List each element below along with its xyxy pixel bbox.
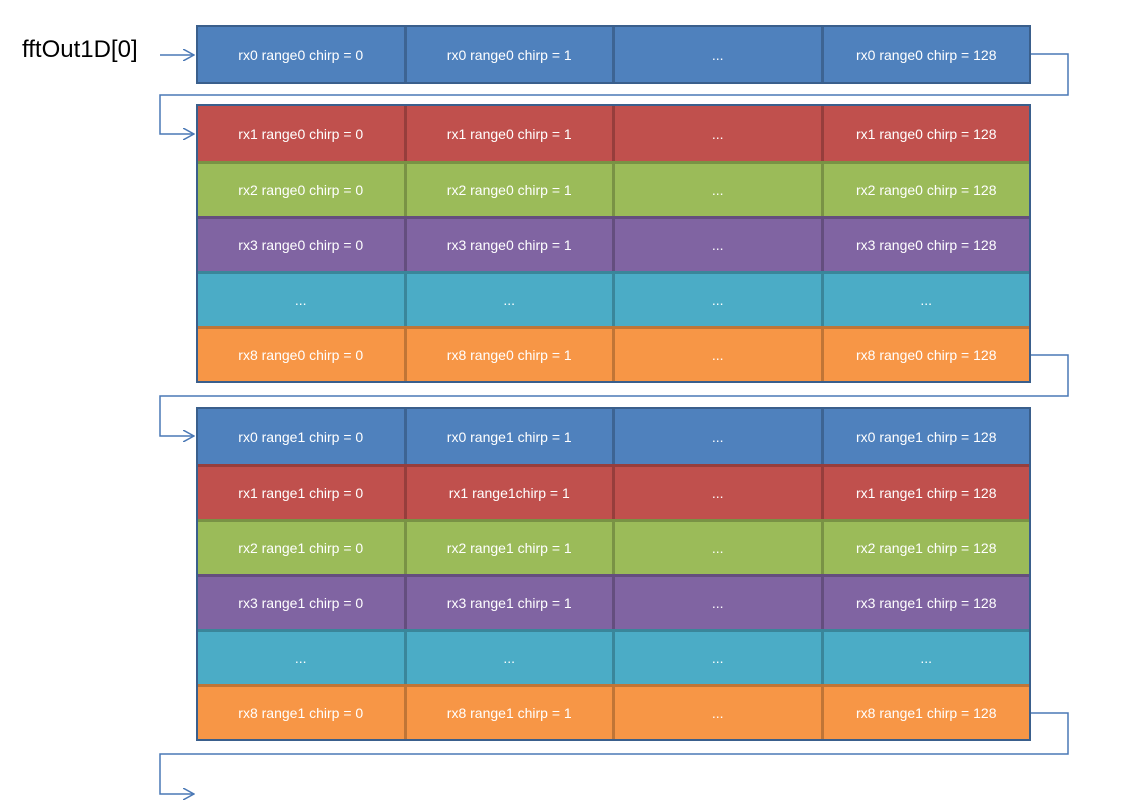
grid-row: ............	[198, 629, 1029, 684]
grid-cell: rx3 range0 chirp = 128	[856, 237, 997, 253]
grid-cell: ...	[920, 650, 933, 666]
grid-cell: rx8 range0 chirp = 1	[407, 329, 615, 381]
grid-cell: rx2 range0 chirp = 1	[407, 164, 615, 216]
grid-cell: rx3 range1 chirp = 0	[198, 577, 407, 629]
grid-cell: rx0 range0 chirp = 1	[407, 27, 615, 82]
grid-row: ............	[198, 271, 1029, 326]
grid-cell: ...	[198, 274, 407, 326]
grid-cell: rx2 range1 chirp = 0	[198, 522, 407, 574]
grid-cell: rx0 range1 chirp = 1	[407, 409, 615, 464]
grid-cell: rx1 range1 chirp = 0	[198, 467, 407, 519]
grid-cell: rx1 range0 chirp = 1	[407, 106, 615, 161]
grid-cell: ...	[615, 687, 824, 739]
grid-cell: ...	[615, 106, 824, 161]
grid-cell: ...	[615, 467, 824, 519]
grid-cell: ...	[407, 632, 615, 684]
grid-cell: ...	[615, 27, 824, 82]
grid-cell: ...	[615, 219, 824, 271]
grid-cell: ...	[615, 164, 824, 216]
grid-cell: ...	[920, 292, 933, 308]
grid-cell: ...	[407, 274, 615, 326]
grid-cell: rx0 range0 chirp = 128	[856, 46, 997, 63]
grid-cell: ...	[615, 577, 824, 629]
grid-cell: rx3 range0 chirp = 0	[198, 219, 407, 271]
grid-cell: rx2 range1 chirp = 128	[856, 540, 997, 556]
grid-cell: rx2 range1 chirp = 1	[407, 522, 615, 574]
grid-cell: rx1 range0 chirp = 0	[198, 106, 407, 161]
grid-cell: rx0 range0 chirp = 0	[198, 27, 407, 82]
grid-cell: rx8 range1 chirp = 0	[198, 687, 407, 739]
grid-cell: ...	[198, 632, 407, 684]
grid-cell: ...	[615, 274, 824, 326]
grid-cell: rx1 range0 chirp = 128	[856, 125, 997, 142]
grid-cell: rx0 range1 chirp = 0	[198, 409, 407, 464]
grid-cell: rx0 range1 chirp = 128	[856, 428, 997, 445]
grid-cell: rx8 range0 chirp = 128	[856, 347, 997, 363]
grid-cell: rx8 range1 chirp = 1	[407, 687, 615, 739]
start-pointer-label: fftOut1D[0]	[22, 36, 138, 63]
grid-cell: rx1 range1 chirp = 128	[856, 485, 997, 501]
grid-cell: rx3 range1 chirp = 128	[856, 595, 997, 611]
grid-cell: rx8 range1 chirp = 128	[856, 705, 997, 721]
grid-cell: rx2 range0 chirp = 0	[198, 164, 407, 216]
grid-cell: rx2 range0 chirp = 128	[856, 182, 997, 198]
grid-cell: ...	[615, 329, 824, 381]
grid-cell: ...	[615, 409, 824, 464]
grid-cell: rx3 range1 chirp = 1	[407, 577, 615, 629]
grid-cell: ...	[615, 632, 824, 684]
grid-cell: rx8 range0 chirp = 0	[198, 329, 407, 381]
grid-cell: rx3 range0 chirp = 1	[407, 219, 615, 271]
grid-cell: ...	[615, 522, 824, 574]
grid-cell: rx1 range1chirp = 1	[407, 467, 615, 519]
